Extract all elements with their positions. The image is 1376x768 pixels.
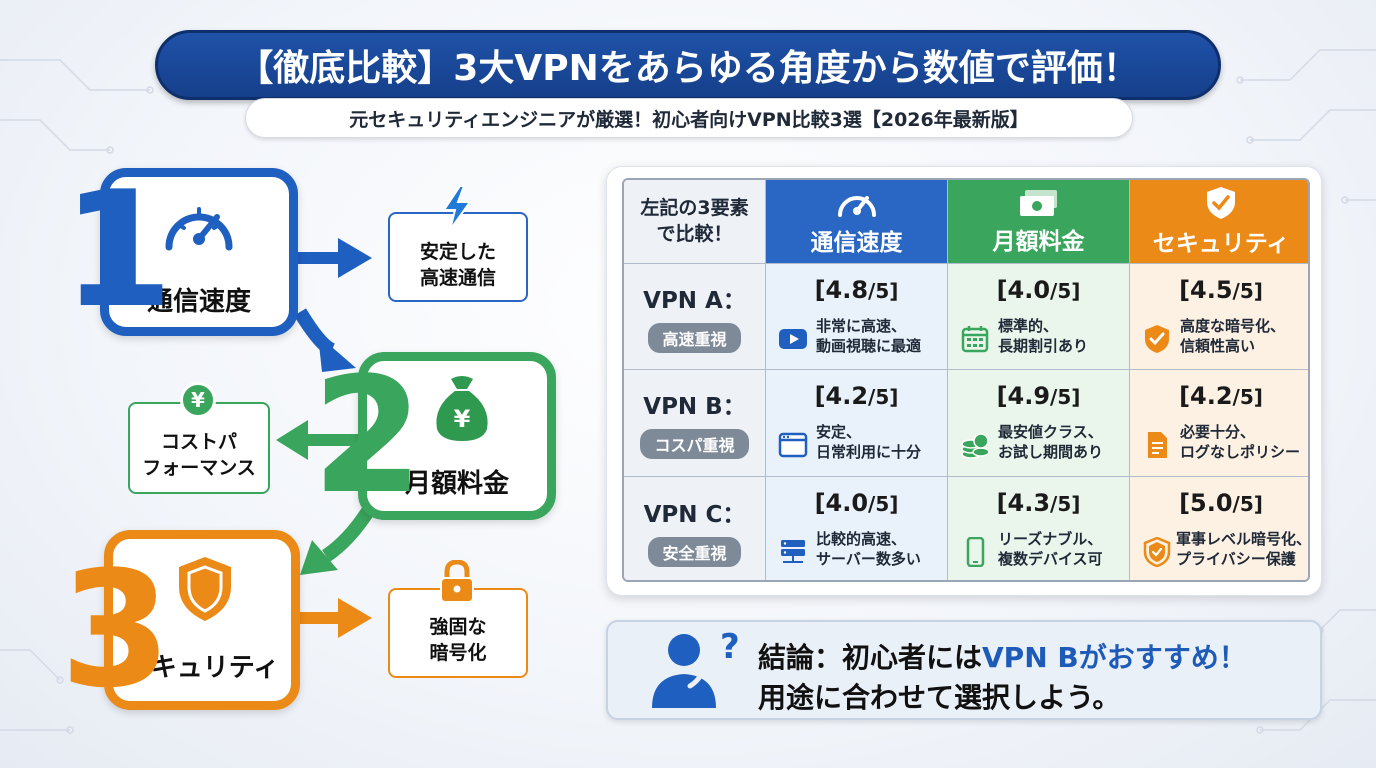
coin-stack-icon	[961, 433, 990, 459]
calendar-icon	[961, 326, 989, 353]
speedometer-icon	[837, 195, 876, 217]
cell-c-fee: [4.3/5] リーズナブル、複数デバイス可	[948, 477, 1130, 580]
cell-description: 最安値クラス、お試し期間あり	[998, 423, 1104, 462]
step-number-3: 3	[60, 536, 172, 723]
step-number-2: 2	[312, 342, 424, 529]
speedometer-icon	[165, 207, 233, 251]
cell-description: 比較的高速、サーバー数多い	[816, 530, 921, 569]
lightning-icon	[442, 186, 472, 230]
column-header-fee-label: 月額料金	[992, 228, 1085, 255]
cell-description: リーズナブル、複数デバイス可	[998, 530, 1103, 569]
step-security-box: セキュリティ	[104, 530, 300, 710]
score: [4.0/5]	[996, 276, 1081, 304]
score: [4.9/5]	[996, 382, 1081, 410]
question-mark: ?	[720, 628, 740, 667]
feature-fee-box: コストパフォーマンス	[128, 402, 270, 494]
padlock-icon	[440, 560, 474, 603]
cell-a-speed: [4.8/5] 非常に高速、動画視聴に最適	[766, 264, 948, 370]
shield-check-icon	[1145, 325, 1169, 353]
table-corner-line2: で比較！	[656, 222, 733, 245]
feature-fee-line2: フォーマンス	[142, 457, 256, 479]
cash-icon	[1019, 189, 1057, 216]
conclusion-line1: 結論：初心者にはVPN Bがおすすめ！	[758, 636, 1247, 676]
cell-description: 標準的、長期割引あり	[998, 317, 1089, 356]
cell-b-fee: [4.9/5] 最安値クラス、お試し期間あり	[948, 370, 1130, 477]
feature-security-line2: 暗号化	[429, 642, 487, 664]
score: [5.0/5]	[1179, 489, 1263, 517]
yen-coin-icon: ¥	[180, 382, 216, 418]
table-corner-line1: 左記の3要素	[640, 196, 749, 219]
smartphone-icon	[966, 537, 985, 567]
cell-description: 必要十分、ログなしポリシー	[1180, 423, 1301, 462]
row-name: VPN C：	[643, 501, 746, 528]
cell-c-speed: [4.0/5] 比較的高速、サーバー数多い	[766, 477, 948, 580]
step-fee-box: ¥ 月額料金	[358, 352, 556, 520]
cell-c-security: [5.0/5] 軍事レベル暗号化、プライバシー保護	[1130, 477, 1310, 580]
cell-description: 非常に高速、動画視聴に最適	[816, 317, 922, 356]
browser-window-icon	[778, 432, 808, 458]
step-number-1: 1	[62, 156, 174, 343]
feature-security-line1: 強固な	[429, 616, 487, 639]
step-speed-label: 通信速度	[146, 287, 251, 317]
row-tag: コスパ重視	[640, 429, 749, 459]
step-security-label: セキュリティ	[124, 653, 280, 683]
table-corner: 左記の3要素で比較！	[624, 180, 766, 264]
shield-check-icon	[1143, 537, 1171, 567]
cell-b-security: [4.2/5] 必要十分、ログなしポリシー	[1130, 370, 1308, 477]
thinking-person-icon: ?	[652, 628, 740, 708]
cell-b-speed: [4.2/5] 安定、日常利用に十分	[766, 370, 948, 477]
step-speed-box: 通信速度	[100, 168, 298, 336]
cell-description: 高度な暗号化、信頼性高い	[1180, 317, 1286, 356]
conclusion-box	[606, 620, 1322, 720]
conclusion-highlight: VPN Bがおすすめ！	[982, 641, 1247, 674]
row-name: VPN A：	[643, 287, 746, 314]
column-header-fee: 月額料金	[948, 180, 1130, 264]
row-label-vpn-c: VPN C： 安全重視	[624, 477, 766, 580]
page-subtitle: 元セキュリティエンジニアが厳選！初心者向けVPN比較3選【2026年最新版】	[245, 98, 1133, 138]
cell-a-fee: [4.0/5] 標準的、長期割引あり	[948, 264, 1130, 370]
document-icon	[1148, 432, 1167, 458]
conclusion-prefix: 結論：初心者には	[758, 641, 983, 674]
row-label-vpn-b: VPN B： コスパ重視	[624, 370, 766, 477]
score: [4.2/5]	[1179, 382, 1263, 410]
money-bag-icon: ¥	[436, 376, 488, 441]
step-fee-label: 月額料金	[404, 469, 509, 499]
feature-fee-line1: コストパ	[160, 431, 237, 454]
row-label-vpn-a: VPN A： 高速重視	[624, 264, 766, 370]
row-tag: 安全重視	[648, 536, 741, 567]
cell-a-security: [4.5/5] 高度な暗号化、信頼性高い	[1130, 264, 1308, 370]
conclusion-line2: 用途に合わせて選択しよう。	[758, 681, 1121, 714]
score: [4.3/5]	[996, 489, 1081, 517]
video-play-icon	[779, 329, 807, 349]
shield-check-icon	[1207, 186, 1235, 219]
shield-icon	[179, 557, 231, 621]
column-header-security-label: セキュリティ	[1152, 230, 1290, 257]
score: [4.5/5]	[1179, 276, 1263, 304]
feature-speed-line1: 安定した	[419, 241, 496, 264]
comparison-table: 左記の3要素で比較！ 通信速度 月額料金 セキュリティ VPN A： 高速重視 …	[622, 178, 1310, 582]
feature-speed-line2: 高速通信	[419, 267, 496, 289]
server-icon	[781, 540, 805, 563]
score: [4.0/5]	[814, 489, 899, 517]
row-tag: 高速重視	[648, 322, 741, 353]
column-header-speed-label: 通信速度	[810, 229, 903, 256]
score: [4.8/5]	[814, 276, 899, 304]
score: [4.2/5]	[814, 382, 899, 410]
cell-description: 軍事レベル暗号化、プライバシー保護	[1176, 530, 1310, 569]
column-header-security: セキュリティ	[1130, 180, 1308, 264]
feature-speed-box: 安定した高速通信	[388, 212, 528, 302]
money-bag-symbol: ¥	[454, 405, 471, 433]
column-header-speed: 通信速度	[766, 180, 948, 264]
row-name: VPN B：	[643, 394, 746, 420]
cell-description: 安定、日常利用に十分	[816, 423, 922, 462]
